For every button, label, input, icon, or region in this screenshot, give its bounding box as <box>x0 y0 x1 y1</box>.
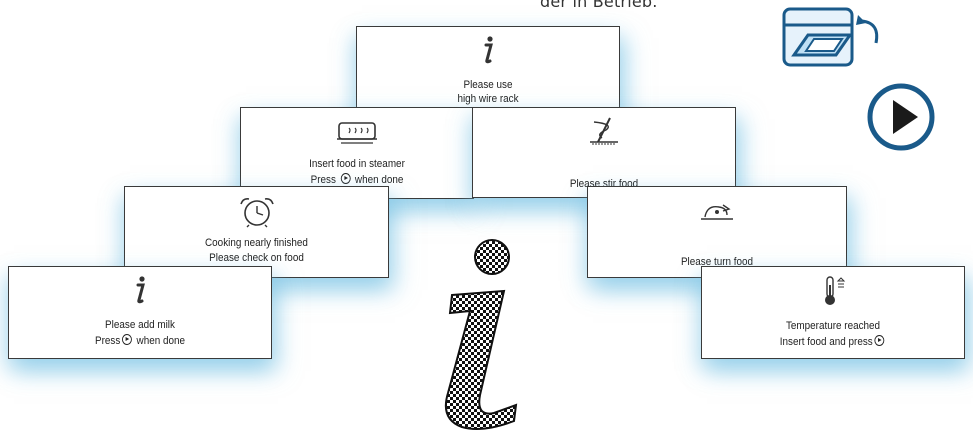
play-button-icon[interactable] <box>866 82 936 152</box>
info-icon <box>484 36 493 64</box>
card-temperature-reached: Temperature reached Insert food and pres… <box>701 266 965 359</box>
turn-food-icon <box>701 204 733 220</box>
info-icon <box>136 276 145 304</box>
start-icon <box>340 173 351 184</box>
card-line-2: Please check on food <box>209 252 304 264</box>
start-icon <box>874 335 885 346</box>
card-line-1: Please add milk <box>105 319 175 331</box>
steamer-icon <box>337 122 377 144</box>
card-cooking-nearly-finished: Cooking nearly finished Please check on … <box>124 186 389 278</box>
card-please-turn-food: Please turn food <box>587 186 847 278</box>
when-done-label: when done <box>136 335 185 347</box>
stir-icon <box>590 117 618 145</box>
thermometer-icon <box>825 276 846 305</box>
card-please-add-milk: Please add milk Press when done <box>8 266 272 359</box>
press-label: Press <box>310 174 336 186</box>
card-line-1: Please turn food <box>680 256 754 268</box>
card-line-2: Insert food and press <box>715 335 951 348</box>
header-text: der in Betrieb. <box>540 0 658 11</box>
card-line-2: Press when done <box>253 173 462 186</box>
start-icon <box>122 334 132 345</box>
insert-press-label: Insert food and press <box>779 336 873 348</box>
alarm-clock-icon <box>239 198 274 228</box>
card-insert-food-steamer: Insert food in steamer Press when done <box>240 107 474 199</box>
card-line-2: high wire rack <box>457 93 519 105</box>
tray-rotate-icon <box>782 7 879 67</box>
card-please-stir-food: Please stir food <box>472 107 736 198</box>
card-line-2: Press when done <box>22 334 258 347</box>
pixel-info-icon <box>444 239 518 430</box>
card-line-1: Temperature reached <box>785 320 881 332</box>
card-use-high-wire-rack: Please use high wire rack <box>356 26 620 118</box>
when-done-label: when done <box>354 174 404 186</box>
card-line-1: Insert food in steamer <box>309 158 405 170</box>
card-line-1: Please use <box>463 79 513 91</box>
press-label: Press <box>94 335 121 347</box>
card-line-1: Cooking nearly finished <box>205 237 308 249</box>
